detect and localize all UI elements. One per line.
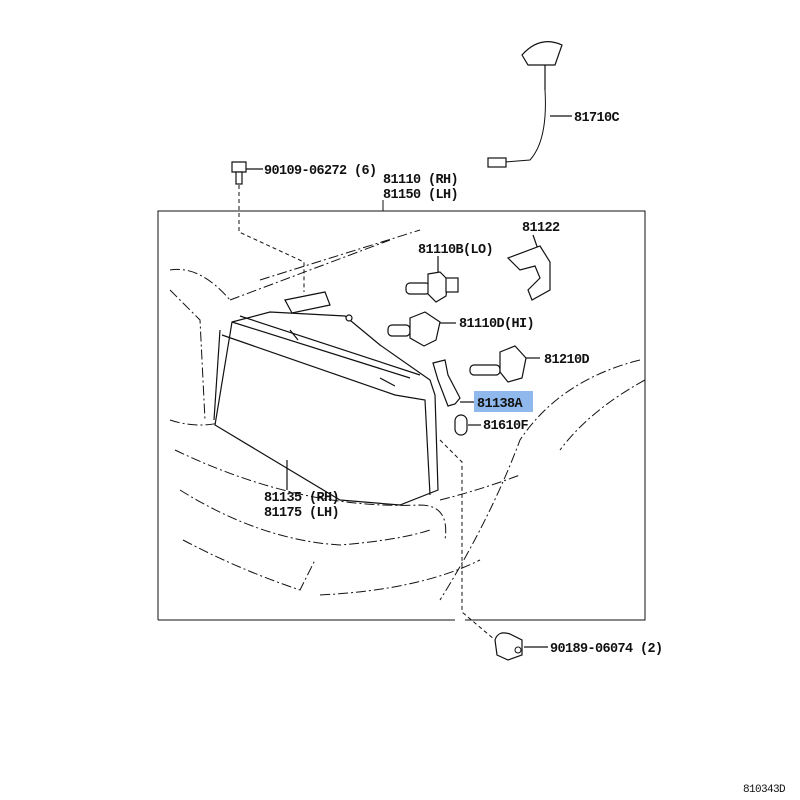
antenna-part-icon [487,41,563,168]
nut-part-icon [494,632,523,661]
assembly-frame [157,210,646,621]
nut-leader [439,439,496,641]
bracket-part-icon [506,245,551,301]
bolt-part-icon [231,161,247,185]
selected-callout-highlight [474,391,533,412]
callout-81110b-lo[interactable]: 81110B(LO) [418,243,494,258]
bulb-fog-icon [469,345,527,383]
callout-81710c[interactable]: 81710C [574,111,620,126]
callout-81135-rh[interactable]: 81135 (RH) [264,491,340,506]
callout-81122[interactable]: 81122 [522,221,561,236]
headlamp-assembly [213,291,439,506]
bulb-lo-icon [405,271,459,303]
socket-81138a-icon [432,359,461,407]
callout-81175-lh[interactable]: 81175 (LH) [264,506,340,521]
callout-81110-rh[interactable]: 81110 (RH) [383,173,459,188]
callout-81150-lh[interactable]: 81150 (LH) [383,188,459,203]
callout-90109-06272[interactable]: 90109-06272 (6) [264,164,377,179]
callout-81110d-hi[interactable]: 81110D(HI) [459,317,535,332]
callout-90189-06074[interactable]: 90189-06074 (2) [550,642,663,657]
callout-81610f[interactable]: 81610F [483,419,529,434]
figure-id: 810343D [743,784,786,796]
bolt-leader [238,185,305,292]
bulb-hi-icon [387,311,441,347]
callout-81138a-selected[interactable]: 81138A [477,397,524,412]
callout-81210d[interactable]: 81210D [544,353,590,368]
bulb-small-icon [454,414,468,436]
